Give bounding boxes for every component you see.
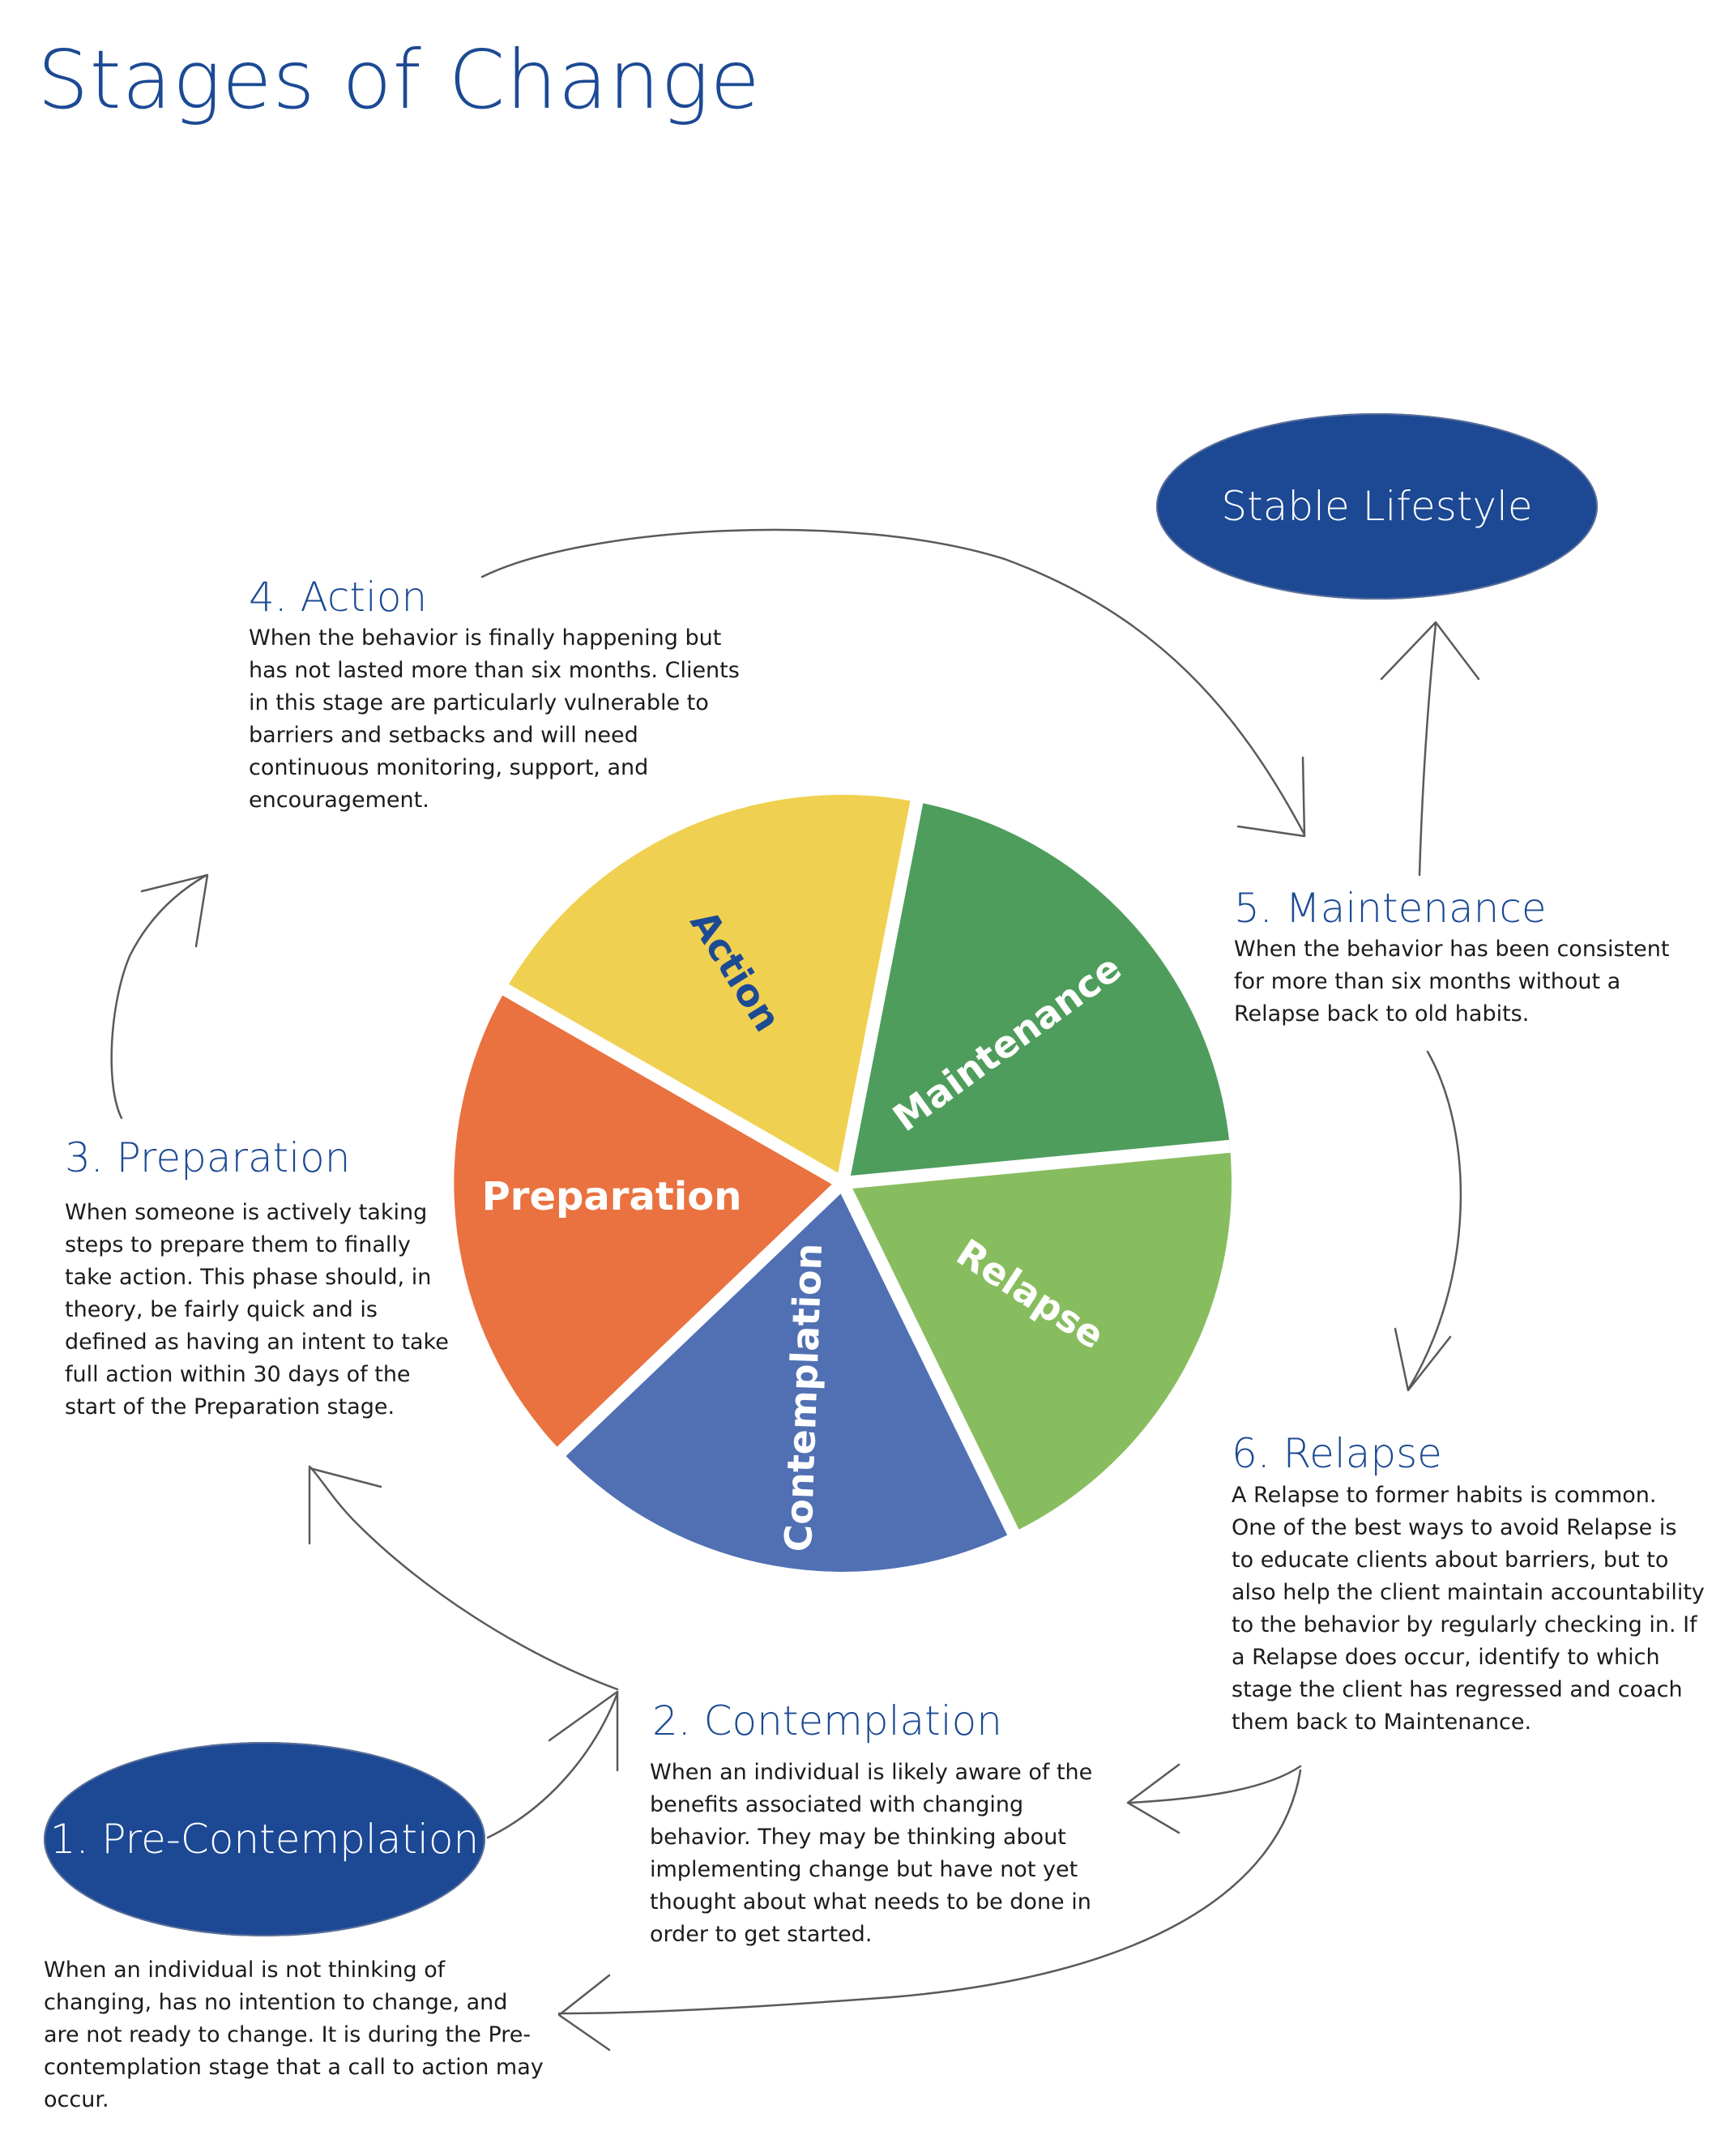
- arrow-head: [1126, 1763, 1180, 1834]
- preparation-description: When someone is actively taking steps to…: [65, 1200, 449, 1420]
- arrow-head: [548, 1690, 619, 1772]
- arrow-relapse-to-precontemplation: [557, 1769, 1302, 2015]
- arrow-head: [1236, 756, 1306, 838]
- wheel-segment-relapse: [843, 1146, 1232, 1533]
- contemplation-heading: 2. Contemplation: [652, 1697, 1002, 1744]
- action-heading: 4. Action: [249, 574, 428, 621]
- maintenance-heading: 5. Maintenance: [1234, 885, 1547, 932]
- arrow-head: [1394, 1327, 1452, 1392]
- arrow-maintenance-to-stable: [1418, 622, 1437, 877]
- arrow-contemplation-to-preparation: [308, 1465, 619, 1691]
- arrow-head: [308, 1467, 382, 1545]
- wheel-label-contemplation: Contemplation: [776, 1243, 830, 1553]
- wheel-segment-action: [506, 794, 917, 1183]
- relapse-description: A Relapse to former habits is common. On…: [1232, 1483, 1705, 1735]
- page-title: Stages of Change: [37, 32, 761, 127]
- preparation-heading: 3. Preparation: [65, 1134, 351, 1181]
- action-description: When the behavior is finally happening b…: [249, 625, 740, 813]
- wheel-segment-preparation: [454, 989, 843, 1452]
- arrow-maintenance-to-relapse: [1407, 1050, 1462, 1391]
- arrow-relapse-to-contemplation: [1129, 1765, 1302, 1804]
- arrow-precontemplation-to-contemplation: [486, 1692, 619, 1839]
- relapse-heading: 6. Relapse: [1232, 1430, 1442, 1477]
- wheel-label-preparation: Preparation: [482, 1174, 742, 1219]
- stable-lifestyle-oval: Stable Lifestyle: [1156, 413, 1598, 600]
- arrow-head: [1380, 621, 1480, 681]
- arrow-head: [557, 1974, 611, 2051]
- pre-contemplation-description: When an individual is not thinking of ch…: [44, 1957, 544, 2112]
- stage-wheel: [454, 794, 1232, 1572]
- arrow-head: [140, 873, 209, 948]
- pre-contemplation-oval: 1. Pre-Contemplation: [44, 1742, 485, 1936]
- contemplation-description: When an individual is likely aware of th…: [650, 1760, 1093, 1947]
- cycle-arrows: [110, 528, 1480, 2051]
- arrow-preparation-to-action: [110, 873, 208, 1120]
- pre-contemplation-label: 1. Pre-Contemplation: [49, 1816, 480, 1863]
- maintenance-description: When the behavior has been consistent fo…: [1234, 937, 1670, 1027]
- wheel-segment-maintenance: [843, 801, 1231, 1183]
- stable-lifestyle-label: Stable Lifestyle: [1221, 483, 1533, 530]
- arrow-action-to-maintenance: [480, 528, 1306, 836]
- wheel-separators: [454, 794, 1232, 1572]
- wheel-segment-contemplation: [561, 1183, 1014, 1572]
